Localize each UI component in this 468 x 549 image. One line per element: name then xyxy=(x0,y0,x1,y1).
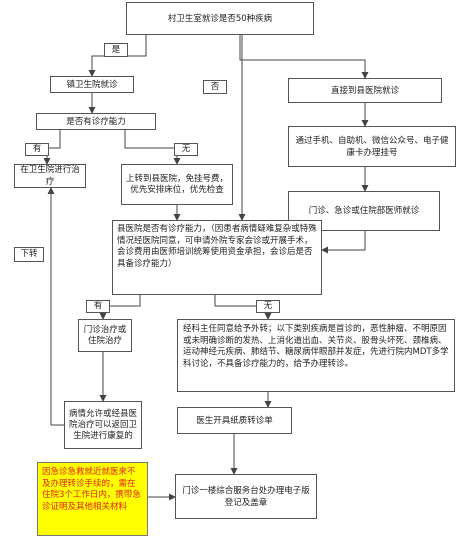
node-service-desk: 门诊一楼综合服务台处办理电子版登记及盖章 xyxy=(175,474,317,519)
node-treat-town: 在卫生院进行治疗 xyxy=(14,164,86,188)
node-top: 村卫生室就诊是否50种疾病 xyxy=(126,2,314,35)
label-no-capability: 无 xyxy=(174,143,198,156)
node-emergency-note: 因急诊急救就近就医来不及办理转诊手续的，需在住院3个工作日内，携带急诊证明及其他… xyxy=(37,462,148,536)
node-town: 镇卫生院就诊 xyxy=(50,76,134,93)
label-yes-county: 有 xyxy=(86,300,110,313)
label-no-top: 否 xyxy=(203,80,227,94)
node-transfer-conditions: 经科主任同意给予外转；以下类别疾病是首诊的，恶性肿瘤、不明原因或未明确诊断的发热… xyxy=(177,319,455,392)
node-register: 通过手机、自助机、微信公众号、电子健康卡办理挂号 xyxy=(288,126,456,167)
label-yes-capability: 有 xyxy=(25,143,49,156)
edge-return-to-treat-town xyxy=(47,187,64,426)
node-capability: 是否有诊疗能力 xyxy=(36,113,156,130)
node-doctor-form: 医生开具纸质转诊单 xyxy=(177,407,292,434)
edge-capability-to-referral xyxy=(124,130,181,165)
label-no-county: 无 xyxy=(256,300,280,313)
node-county-treat: 门诊治疗或住院治疗 xyxy=(78,319,132,352)
edge-outpatient-to-county-capability xyxy=(321,231,366,254)
edge-capability-to-treat-town xyxy=(43,130,61,165)
node-county-capability: 县医院是否有诊疗能力，（因患者病情疑难复杂或特殊情况经医院同意，可申请外院专家会… xyxy=(112,220,322,295)
node-county-direct: 直接到县医院就诊 xyxy=(288,78,442,103)
node-return-town: 病情允许或经县医院治疗可以返回卫生院进行康复的 xyxy=(64,401,142,449)
node-referral-county: 上转到县医院，免挂号费，优先安排床位，优先检查 xyxy=(121,164,233,205)
label-down-transfer: 下转 xyxy=(14,247,44,262)
edge-top-to-county-direct xyxy=(239,35,369,79)
label-yes-top: 是 xyxy=(104,43,128,57)
